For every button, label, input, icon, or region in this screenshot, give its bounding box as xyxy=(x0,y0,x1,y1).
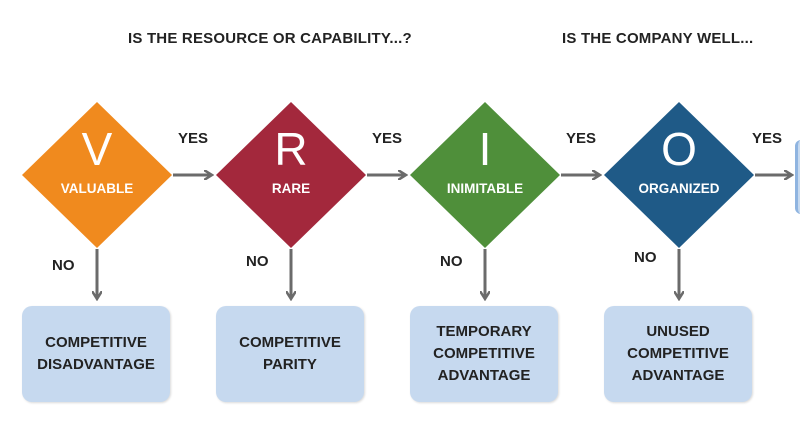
valuable-label: VALUABLE xyxy=(61,181,134,196)
outcome-line: UNUSED xyxy=(646,323,710,340)
question-header-resource: IS THE RESOURCE OR CAPABILITY...? xyxy=(128,30,412,47)
outcome-line: COMPETITIVE xyxy=(433,345,535,362)
organized-diamond xyxy=(604,102,754,248)
valuable-letter: V xyxy=(82,123,113,175)
rare-label: RARE xyxy=(272,181,310,196)
cropped-outcome-box xyxy=(795,140,800,214)
rare-diamond xyxy=(216,102,366,248)
yes-label-4: YES xyxy=(752,130,782,147)
no-label-2: NO xyxy=(246,253,269,270)
rare-letter: R xyxy=(274,123,307,175)
no-label-4: NO xyxy=(634,249,657,266)
outcome-line: TEMPORARY xyxy=(436,323,532,340)
outcome-competitive-disadvantage: COMPETITIVE DISADVANTAGE xyxy=(22,306,170,402)
outcome-line: ADVANTAGE xyxy=(631,367,725,384)
yes-label-1: YES xyxy=(178,130,208,147)
no-label-3: NO xyxy=(440,253,463,270)
organized-letter: O xyxy=(661,123,697,175)
outcome-unused-competitive-advantage: UNUSED COMPETITIVE ADVANTAGE xyxy=(604,306,752,402)
inimitable-label: INIMITABLE xyxy=(447,181,523,196)
yes-label-3: YES xyxy=(566,130,596,147)
valuable-diamond xyxy=(22,102,172,248)
outcome-temporary-competitive-advantage: TEMPORARY COMPETITIVE ADVANTAGE xyxy=(410,306,558,402)
question-header-company: IS THE COMPANY WELL... xyxy=(562,30,754,47)
yes-label-2: YES xyxy=(372,130,402,147)
no-label-1: NO xyxy=(52,257,75,274)
outcome-line: COMPETITIVE xyxy=(239,334,341,351)
outcome-line: COMPETITIVE xyxy=(45,334,147,351)
outcome-line: COMPETITIVE xyxy=(627,345,729,362)
inimitable-letter: I xyxy=(479,123,492,175)
outcome-competitive-parity: COMPETITIVE PARITY xyxy=(216,306,364,402)
organized-label: ORGANIZED xyxy=(639,181,720,196)
outcome-line: ADVANTAGE xyxy=(437,367,531,384)
outcome-line: PARITY xyxy=(263,356,317,373)
outcome-line: DISADVANTAGE xyxy=(37,356,155,373)
inimitable-diamond xyxy=(410,102,560,248)
